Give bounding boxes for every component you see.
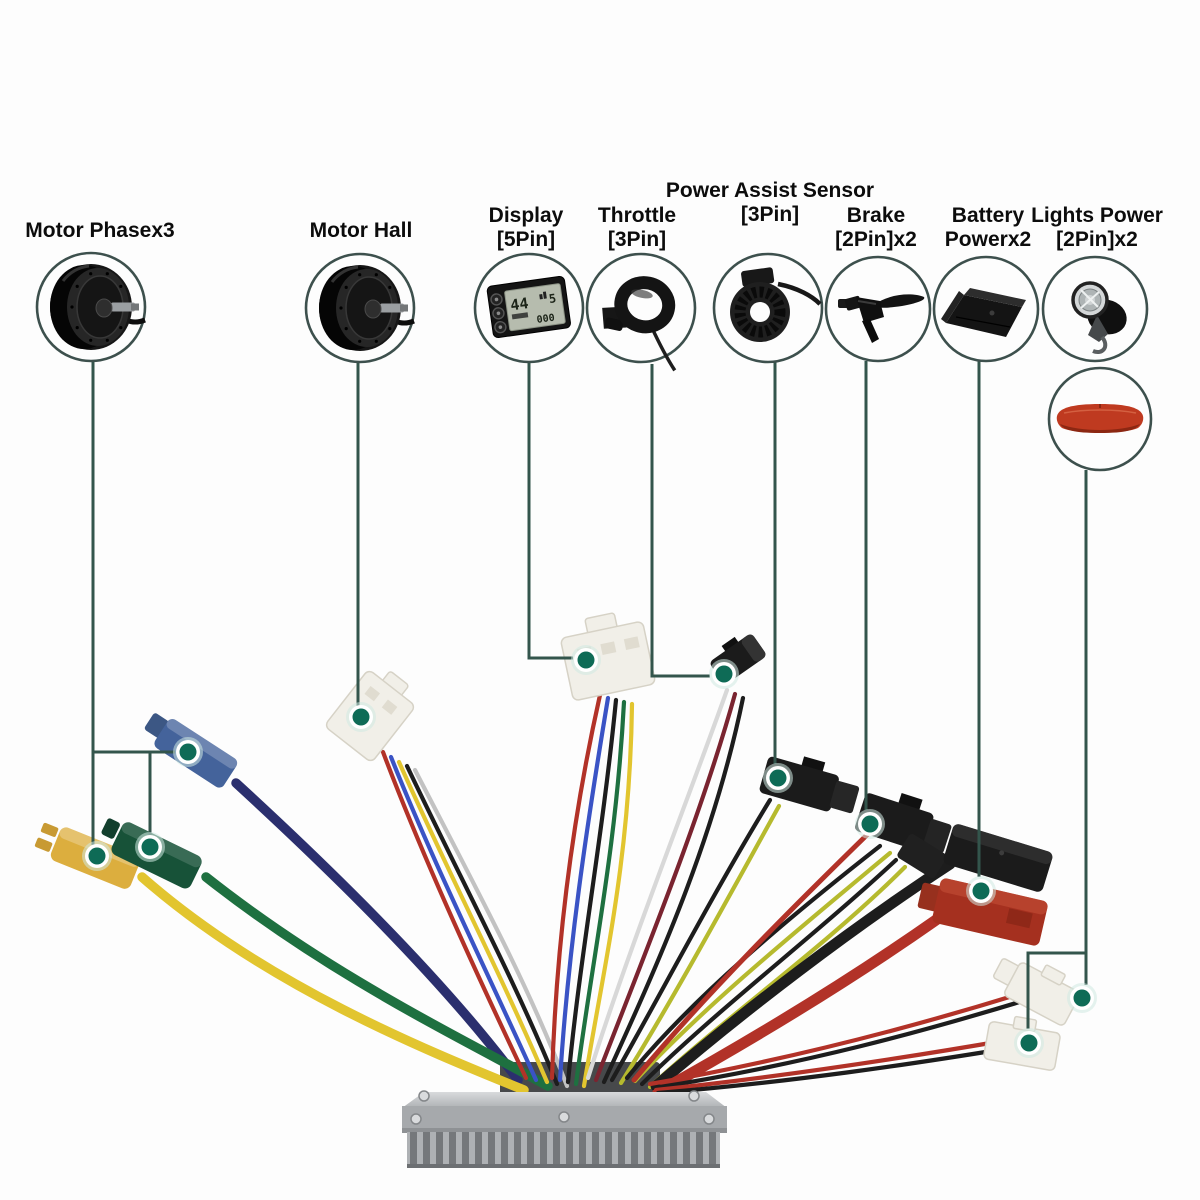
wire-throttle-maroon [593,691,738,1083]
wire-hall-yellow [396,759,550,1085]
label-lights-line1: Lights Power [1031,204,1163,227]
throttle-product-image [602,276,677,372]
label-lights: Lights Power [2Pin]x2 [1031,204,1163,252]
wire-display-blue [557,695,611,1083]
lcd-odometer: 000 [536,313,555,326]
component-circles: 44 5 000 [35,251,1153,472]
label-motor-hall-line1: Motor Hall [309,219,413,242]
pas-sensor-product-image [730,267,822,342]
leader-lights-branch [1026,951,1086,1029]
circle-throttle [585,252,697,364]
wire-extra-red [631,827,875,1083]
wire-throttle-black [601,695,746,1085]
wire-throttle-white [585,687,730,1081]
wire-lights2-red [653,1037,1011,1093]
wire-phase-yellow [137,872,529,1095]
label-brake-line2: [2Pin]x2 [835,228,917,251]
lcd-display-product-image: 44 5 000 [486,275,571,339]
wire-display-green [573,699,627,1087]
leader-throttle [650,364,710,678]
battery-product-image [941,288,1026,337]
label-battery-line1: Battery [951,204,1025,227]
wire-lights2-black [655,1046,1007,1096]
dot-lights-1 [1067,983,1097,1013]
label-motor-phase-line1: Motor Phasex3 [25,219,175,242]
headlight-product-image [1071,281,1127,354]
connector-lights-1 [1004,962,1080,1026]
connector-battery-black [943,824,1053,892]
dot-phase-green [135,832,165,862]
wire-display-black [565,697,619,1085]
wire-phase-green [201,872,553,1091]
label-pas-line1: Power Assist Sensor [665,179,875,202]
label-brake-line1: Brake [846,204,906,227]
label-display: Display [5Pin] [489,204,564,252]
label-battery-line2: Powerx2 [944,228,1032,251]
label-brake: Brake [2Pin]x2 [835,204,917,252]
label-pas-line2: [3Pin] [740,203,800,226]
label-display-line2: [5Pin] [496,228,556,251]
wire-brake1-chartreuse [632,850,893,1084]
wire-harness [137,687,1035,1098]
leader-display [527,362,573,660]
dot-lights-2 [1014,1028,1044,1058]
wire-pas-black [609,797,773,1083]
label-throttle: Throttle [3Pin] [598,204,676,252]
dot-motor-hall [346,702,376,732]
wire-phase-blue [231,778,523,1085]
wire-pas-chartreuse [618,803,782,1086]
dot-phase-yellow [82,841,112,871]
wire-battery-red [652,914,942,1098]
connector-brake-2 [897,833,947,879]
dot-pas [763,763,793,793]
label-throttle-line1: Throttle [597,204,677,227]
dot-battery [966,876,996,906]
brake-lever-product-image [838,294,925,343]
wire-lights1-red [647,987,1035,1087]
dot-throttle [709,659,739,689]
label-throttle-line2: [3Pin] [607,228,667,251]
controller-screws [410,1090,715,1125]
dot-brake [855,809,885,839]
wire-hall-red [380,749,529,1081]
wire-hall-gray [412,767,570,1089]
connector-display [560,612,656,701]
label-display-line1: Display [488,204,564,227]
lcd-speed-value: 44 [509,294,529,314]
connectors [34,612,1080,1071]
wire-lights1-black [651,997,1029,1091]
lcd-assist-level: 5 [548,291,557,306]
tail-light-product-image [1056,404,1144,433]
dot-display [571,645,601,675]
wire-hall-black [404,763,560,1087]
wire-hall-blue [388,754,539,1083]
label-motor-hall: Motor Hall [310,219,413,243]
leader-lines [91,361,1088,1029]
wire-display-yellow [581,701,635,1089]
wire-display-red [549,692,603,1081]
controller-unit [402,1090,727,1168]
dot-phase-blue [173,737,203,767]
label-lights-line2: [2Pin]x2 [1056,228,1138,251]
label-battery: Battery Powerx2 [945,204,1031,252]
label-pas: Power Assist Sensor [3Pin] [666,179,874,227]
label-motor-phase: Motor Phasex3 [25,219,174,243]
wire-battery-black [650,858,956,1092]
wire-brake2-black [639,857,899,1087]
